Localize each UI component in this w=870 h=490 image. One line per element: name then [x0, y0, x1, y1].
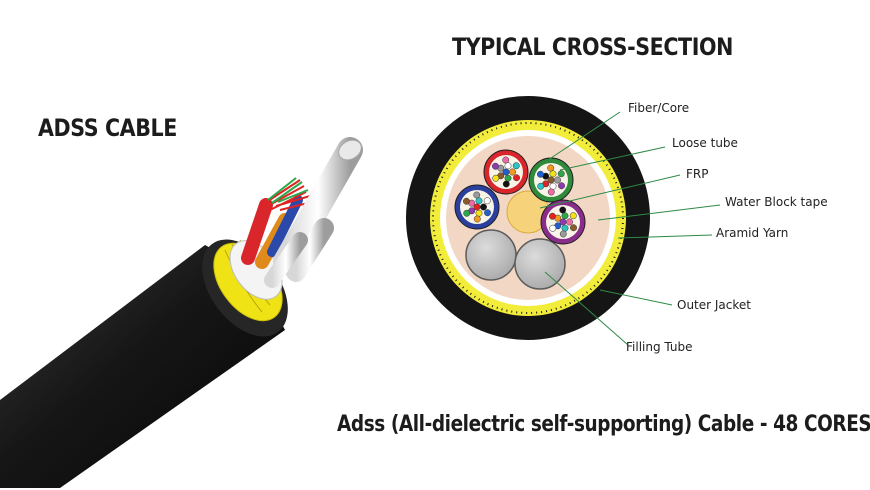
- callouts: [539, 111, 721, 346]
- caption: Adss (All-dielectric self-supporting) Ca…: [337, 412, 870, 437]
- cross-section-title: TYPICAL CROSS-SECTION: [452, 33, 733, 61]
- fiber: [475, 209, 483, 217]
- leader-frp: [539, 174, 681, 209]
- leader-filling-tube: [544, 271, 629, 346]
- aramid-yarn-dots: [432, 122, 624, 314]
- label-frp: FRP: [686, 167, 708, 181]
- fiber: [475, 197, 483, 205]
- frp-rod-end: [338, 139, 362, 161]
- fiber: [559, 206, 567, 214]
- filling-tube-right: [514, 238, 566, 290]
- outer-jacket-body: [0, 245, 285, 488]
- fiber: [561, 224, 569, 232]
- fiber: [492, 174, 500, 182]
- fiber: [509, 168, 516, 176]
- fiber: [512, 162, 520, 170]
- fiber: [484, 209, 491, 217]
- label-loose-tube: Loose tube: [672, 136, 738, 150]
- fiber: [558, 182, 565, 190]
- fiber: [569, 212, 577, 220]
- product-title: ADSS CABLE: [38, 114, 177, 142]
- label-fiber-core: Fiber/Core: [628, 101, 689, 115]
- label-filling-tube: Filling Tube: [626, 340, 693, 354]
- fiber: [554, 176, 561, 184]
- fiber: [463, 197, 470, 205]
- fiber: [559, 230, 567, 238]
- fiber: [549, 170, 557, 178]
- fiber: [557, 170, 565, 178]
- tube-red-strand: [241, 198, 273, 265]
- tube-blue-strand: [267, 195, 303, 257]
- fiber: [480, 203, 487, 211]
- label-aramid-yarn: Aramid Yarn: [716, 226, 788, 240]
- leader-aramid-yarn: [617, 234, 713, 239]
- label-water-block-tape: Water Block tape: [725, 195, 828, 209]
- fiber-bundle: [261, 179, 313, 211]
- fiber: [549, 182, 557, 190]
- leader-outer-jacket: [599, 289, 673, 306]
- cable-3d-view: [0, 137, 363, 488]
- fiber: [502, 180, 510, 188]
- label-outer-jacket: Outer Jacket: [677, 298, 751, 312]
- fiber: [561, 212, 569, 220]
- fiber: [502, 156, 510, 164]
- leader-fiber-core: [547, 111, 621, 161]
- fiber: [537, 182, 545, 190]
- loose-tubes: [454, 149, 586, 245]
- fiber: [513, 174, 520, 182]
- leader-loose-tube: [559, 146, 666, 171]
- fiber: [492, 162, 499, 170]
- fiber-bundle-2: [267, 177, 309, 204]
- fiber: [473, 215, 481, 223]
- fiber: [483, 197, 491, 205]
- leader-water-block-tape: [597, 204, 721, 221]
- fiber: [566, 218, 573, 226]
- fiber: [504, 174, 512, 182]
- fiber: [473, 191, 481, 199]
- fiber: [547, 188, 555, 196]
- fiber: [537, 170, 544, 178]
- filling-tube-rod: [286, 218, 334, 282]
- filling-tube-left: [465, 229, 517, 281]
- filling-tube-rod-2: [264, 232, 308, 288]
- fiber: [549, 212, 556, 220]
- fiber: [547, 164, 555, 172]
- cross-section: [406, 96, 650, 340]
- callout-labels: Fiber/Core Loose tube FRP Water Block ta…: [626, 101, 828, 354]
- fiber: [463, 209, 471, 217]
- fiber: [570, 224, 577, 232]
- fiber: [549, 224, 557, 232]
- fiber: [504, 162, 512, 170]
